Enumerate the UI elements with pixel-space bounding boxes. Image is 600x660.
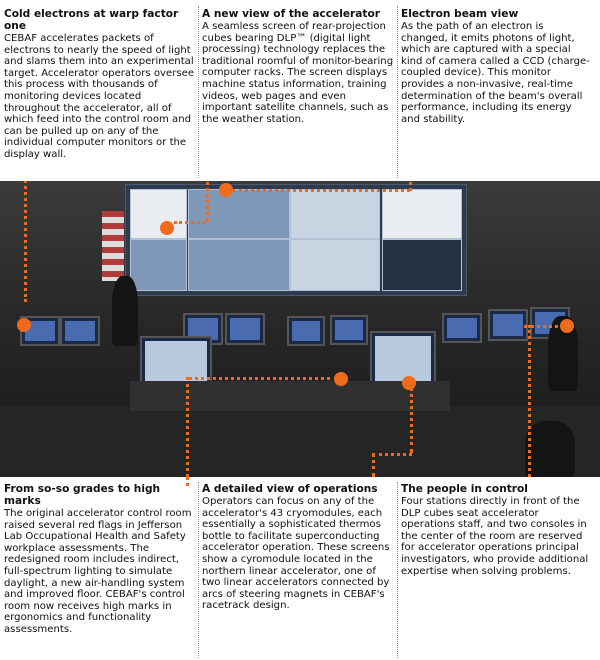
- monitor: [225, 313, 265, 345]
- callout-connector: [174, 221, 206, 224]
- hotspot-marker[interactable]: [17, 318, 31, 332]
- section-title: Electron beam view: [401, 8, 519, 20]
- hotspot-marker[interactable]: [219, 183, 233, 197]
- section-body: As the path of an electron is changed, i…: [401, 21, 590, 125]
- column-divider: [397, 6, 398, 178]
- monitor: [442, 313, 482, 343]
- callout-connector: [188, 377, 338, 380]
- display-cube: [130, 189, 187, 239]
- operator: [525, 421, 575, 477]
- section-body: Operators can focus on any of the accele…: [202, 496, 390, 612]
- section-new-view: A new view of the accelerator A seamless…: [202, 8, 394, 125]
- callout-connector: [206, 181, 209, 221]
- callout-connector: [372, 453, 412, 456]
- section-title: Cold electrons at warp factor one: [4, 8, 179, 32]
- column-divider: [198, 482, 199, 658]
- hotspot-marker[interactable]: [334, 372, 348, 386]
- section-detailed-view: A detailed view of operations Operators …: [202, 483, 394, 612]
- display-cube: [290, 189, 380, 239]
- monitor: [60, 316, 100, 346]
- console-desk: [0, 406, 600, 477]
- callout-connector: [186, 377, 189, 477]
- hotspot-marker[interactable]: [560, 319, 574, 333]
- operator: [112, 276, 138, 346]
- section-body: Four stations directly in front of the D…: [401, 496, 589, 577]
- section-title: A new view of the accelerator: [202, 8, 380, 20]
- section-body: The original accelerator control room ra…: [4, 508, 192, 635]
- callout-connector: [409, 181, 412, 191]
- section-people: The people in control Four stations dire…: [401, 483, 593, 577]
- column-divider: [198, 6, 199, 178]
- display-cube: [130, 239, 187, 291]
- section-so-so-grades: From so-so grades to high marks The orig…: [4, 483, 196, 636]
- section-electron-beam: Electron beam view As the path of an ele…: [401, 8, 593, 125]
- section-title: A detailed view of operations: [202, 483, 378, 495]
- display-cube: [188, 239, 290, 291]
- callout-connector: [186, 477, 189, 486]
- section-cold-electrons: Cold electrons at warp factor one CEBAF …: [4, 8, 196, 161]
- flag: [102, 211, 124, 281]
- display-cube: [382, 239, 462, 291]
- monitor: [330, 315, 368, 345]
- callout-connector: [372, 453, 375, 477]
- callout-connector: [524, 325, 564, 328]
- callout-connector: [410, 381, 413, 453]
- display-cube: [290, 239, 380, 291]
- monitor: [287, 316, 325, 346]
- callout-connector: [528, 325, 531, 477]
- control-room-photo: [0, 181, 600, 477]
- hotspot-marker[interactable]: [402, 376, 416, 390]
- monitor: [488, 309, 528, 341]
- display-cube: [188, 189, 290, 239]
- section-body: CEBAF accelerates packets of electrons t…: [4, 33, 195, 160]
- callout-connector: [232, 189, 410, 192]
- section-title: From so-so grades to high marks: [4, 483, 161, 507]
- console-desk: [130, 381, 450, 411]
- section-title: The people in control: [401, 483, 528, 495]
- column-divider: [397, 482, 398, 658]
- display-cube: [382, 189, 462, 239]
- hotspot-marker[interactable]: [160, 221, 174, 235]
- callout-connector: [24, 181, 27, 302]
- section-body: A seamless screen of rear-projection cub…: [202, 21, 394, 125]
